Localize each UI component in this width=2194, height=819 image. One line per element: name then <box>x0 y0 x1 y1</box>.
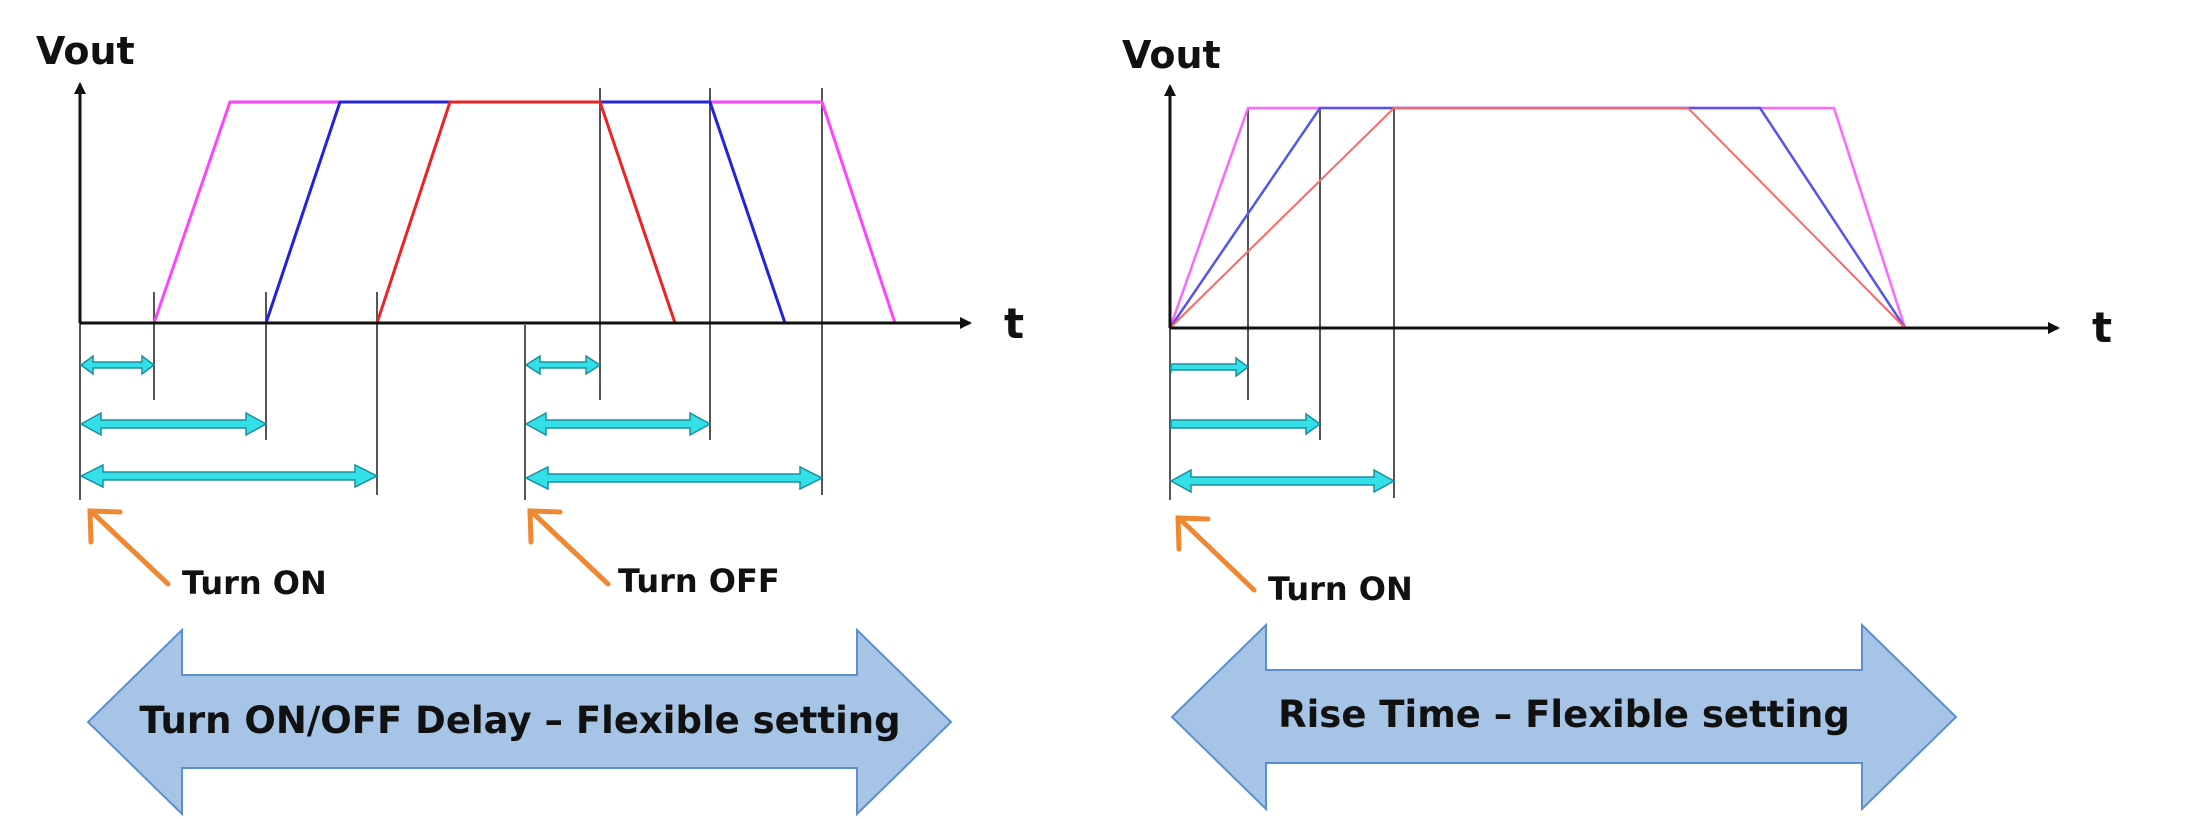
left-turn-off-label: Turn OFF <box>618 562 780 600</box>
right-turn-on-label: Turn ON <box>1268 570 1413 608</box>
right-panel: Vout t Turn ON Rise Time – Flexible sett… <box>1122 33 2112 812</box>
left-banner-text: Turn ON/OFF Delay – Flexible setting <box>139 699 900 742</box>
left-off-delay-arrows <box>524 354 824 491</box>
left-turn-on-label: Turn ON <box>182 564 327 602</box>
right-waveform-red <box>1169 107 1906 329</box>
delay-arrow <box>524 354 602 376</box>
turn-off-pointer <box>527 508 611 587</box>
right-waveform-blue <box>1168 106 1907 329</box>
left-waveform-magenta <box>80 100 966 325</box>
delay-arrow <box>79 354 156 376</box>
delay-arrow <box>1170 356 1250 378</box>
right-guide-lines <box>1169 108 1395 500</box>
delay-arrow <box>524 411 712 437</box>
right-x-axis-label: t <box>2092 303 2112 352</box>
delay-arrow <box>1170 412 1322 436</box>
left-pointer-arrows <box>87 508 611 587</box>
delay-arrow <box>79 411 268 437</box>
delay-arrow <box>79 463 379 489</box>
right-turn-on-pointer <box>1175 515 1257 593</box>
left-y-axis-label: Vout <box>36 29 135 73</box>
right-waveform-magenta <box>1168 106 1907 329</box>
left-banner-arrow <box>86 627 953 817</box>
left-guide-lines <box>79 88 823 500</box>
right-banner-arrow <box>1170 622 1958 812</box>
right-y-axis-label: Vout <box>1122 33 1221 77</box>
right-banner-text: Rise Time – Flexible setting <box>1278 693 1850 736</box>
turn-on-pointer <box>87 508 171 587</box>
delay-arrow <box>1169 468 1396 494</box>
right-rise-time-arrows <box>1169 356 1396 494</box>
delay-arrow <box>524 465 824 491</box>
left-on-delay-arrows <box>79 354 379 489</box>
left-x-axis-label: t <box>1004 299 1024 348</box>
left-panel: Vout t Turn ON Turn OFF <box>36 29 1024 817</box>
